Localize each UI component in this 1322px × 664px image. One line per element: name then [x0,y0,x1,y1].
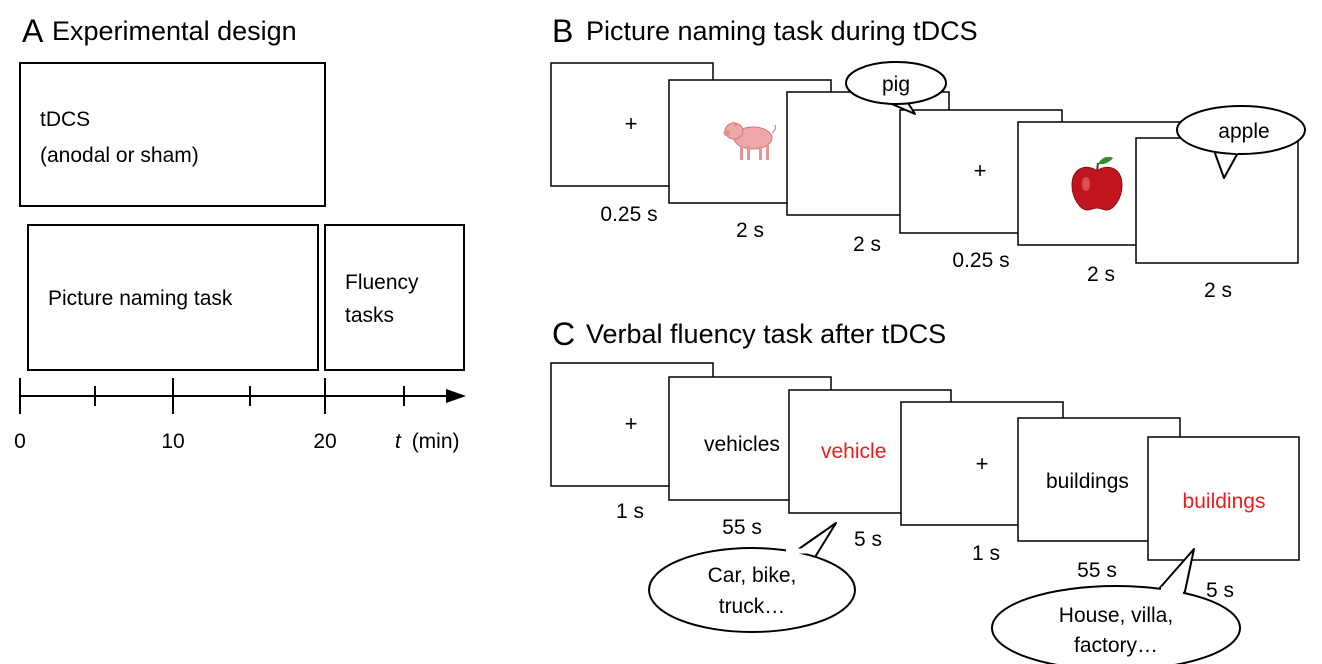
speech-bubble-text: truck… [719,595,786,618]
time-axis: 0 10 20 t (min) [14,378,466,453]
fluency-label-line2: tasks [345,304,394,327]
fluency-label-line1: Fluency [345,271,419,294]
category-cue: vehicles [704,433,780,456]
duration-label: 1 s [972,542,1000,565]
duration-label: 0.25 s [952,249,1009,272]
panel-a: A Experimental design tDCS (anodal or sh… [14,13,466,453]
category-cue-red: buildings [1183,490,1266,513]
axis-label-variable: t [395,430,402,453]
axis-label: t (min) [395,430,460,453]
axis-tick-label: 0 [14,430,26,453]
pig-icon [723,121,777,160]
duration-label: 2 s [736,219,764,242]
duration-label: 5 s [1206,579,1234,602]
speech-bubble-text: pig [882,73,910,96]
fluency-box [324,224,465,371]
axis-label-unit: (min) [412,430,460,453]
category-cue-red: vehicle [821,440,886,463]
speech-bubble: House, villa, factory… [991,548,1241,664]
panel-c-letter: C [552,316,575,352]
speech-bubble-text: Car, bike, [708,564,797,587]
picture-naming-label: Picture naming task [48,287,233,310]
picture-naming-box [27,224,319,371]
fixation-cross: + [625,411,638,436]
duration-label: 2 s [1204,279,1232,302]
fixation-cross: + [974,158,987,183]
duration-label: 2 s [853,233,881,256]
tdcs-condition-label: (anodal or sham) [40,144,199,167]
panel-b: B Picture naming task during tDCS + + [550,13,1306,302]
tdcs-label: tDCS [40,108,90,131]
speech-bubble-text: factory… [1074,634,1158,657]
speech-bubble: Car, bike, truck… [648,522,856,633]
fixation-cross: + [976,451,989,476]
panel-b-title: Picture naming task during tDCS [586,16,978,46]
speech-bubble-text: apple [1218,120,1269,143]
duration-label: 55 s [1077,559,1117,582]
apple-icon [1071,156,1123,211]
speech-bubble-text: House, villa, [1059,604,1173,627]
panel-a-letter: A [22,13,44,49]
stimulus-frame-generate [1147,436,1300,561]
speech-bubble: apple [1176,105,1306,179]
panel-c: C Verbal fluency task after tDCS + vehic… [550,316,1300,664]
axis-tick-label: 10 [161,430,184,453]
duration-label: 0.25 s [600,203,657,226]
axis-tick-label: 20 [313,430,336,453]
axis-arrowhead [446,389,466,403]
panel-c-title: Verbal fluency task after tDCS [586,319,946,349]
fixation-cross: + [625,111,638,136]
speech-bubble: pig [845,61,947,115]
panel-b-letter: B [552,13,573,49]
duration-label: 5 s [854,528,882,551]
duration-label: 55 s [722,516,762,539]
duration-label: 1 s [616,500,644,523]
panel-a-title: Experimental design [52,16,297,46]
duration-label: 2 s [1087,263,1115,286]
category-cue: buildings [1046,470,1129,493]
tdcs-box [19,62,326,207]
